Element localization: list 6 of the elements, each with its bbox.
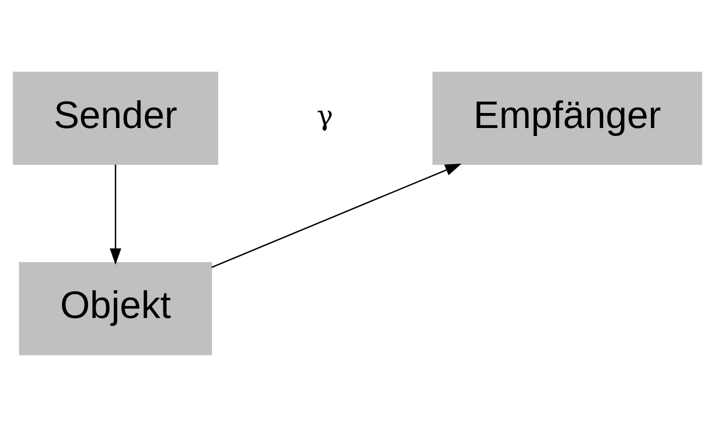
node-box: Sender xyxy=(12,72,218,165)
label: γ xyxy=(316,101,334,132)
arrow xyxy=(211,164,462,268)
arrow xyxy=(110,164,122,265)
node-box: Objekt xyxy=(18,262,212,356)
node-box: Empfänger xyxy=(432,72,702,165)
